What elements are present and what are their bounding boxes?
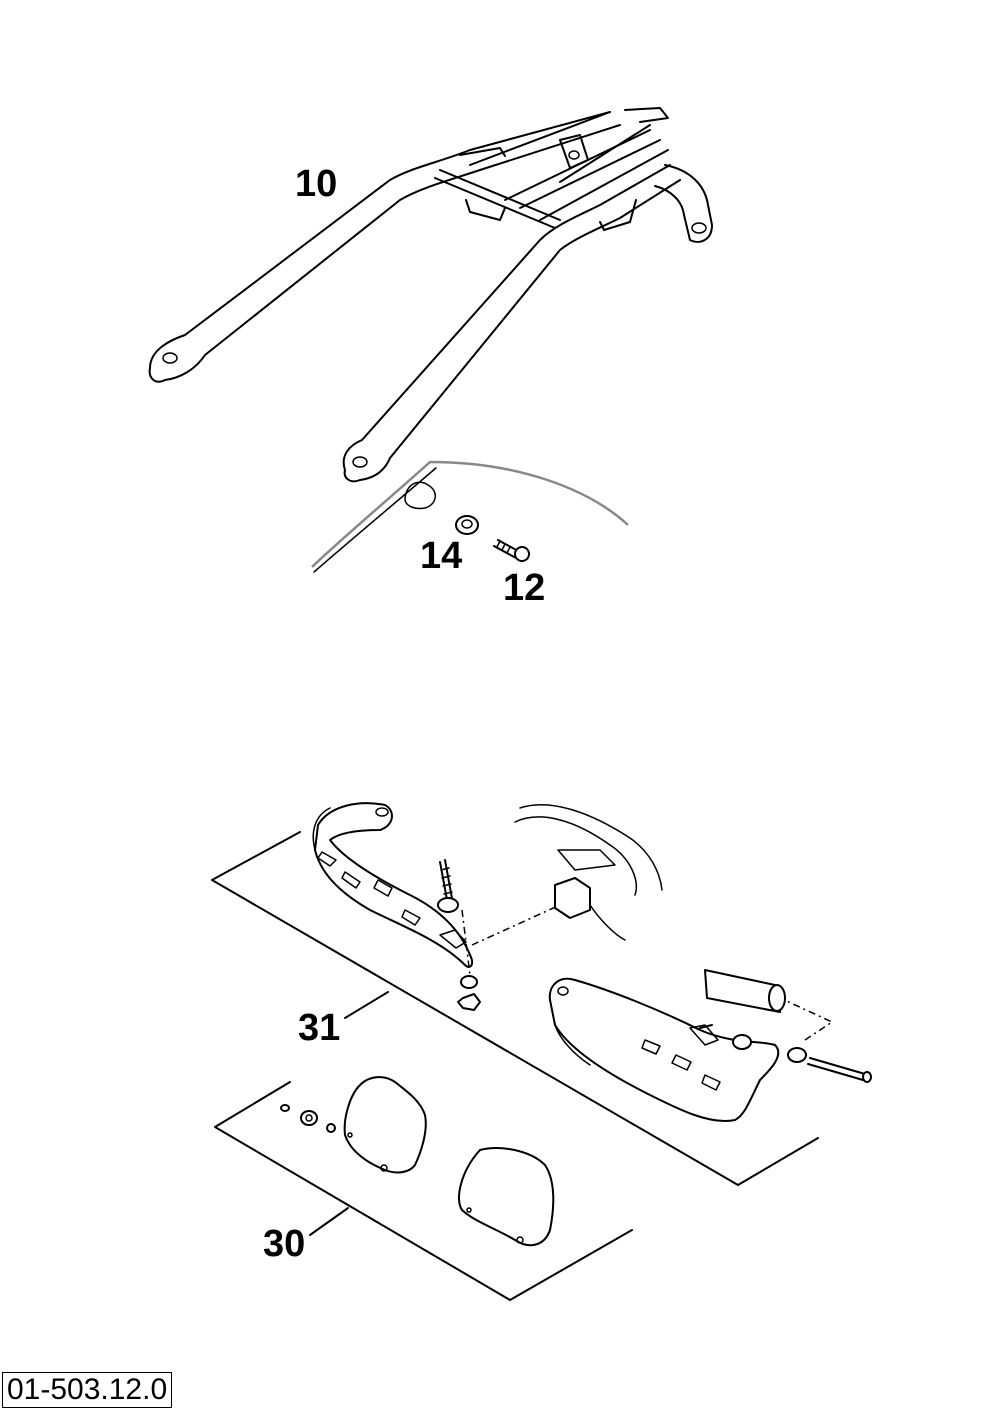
bolt-icon bbox=[493, 539, 530, 562]
rear-fender-outline bbox=[311, 460, 629, 573]
handguard-kit-icon bbox=[211, 802, 872, 1186]
bushing-icon bbox=[455, 515, 479, 535]
document-id-label: 01-503.12.0 bbox=[2, 1372, 173, 1408]
luggage-rack-icon bbox=[148, 107, 713, 483]
handguard-spoiler-kit-icon bbox=[214, 1076, 633, 1301]
part-label-10: 10 bbox=[295, 163, 337, 205]
part-label-12: 12 bbox=[503, 567, 545, 609]
part-label-30: 30 bbox=[263, 1223, 305, 1265]
part-label-14: 14 bbox=[420, 535, 462, 577]
part-label-31: 31 bbox=[298, 1007, 340, 1049]
